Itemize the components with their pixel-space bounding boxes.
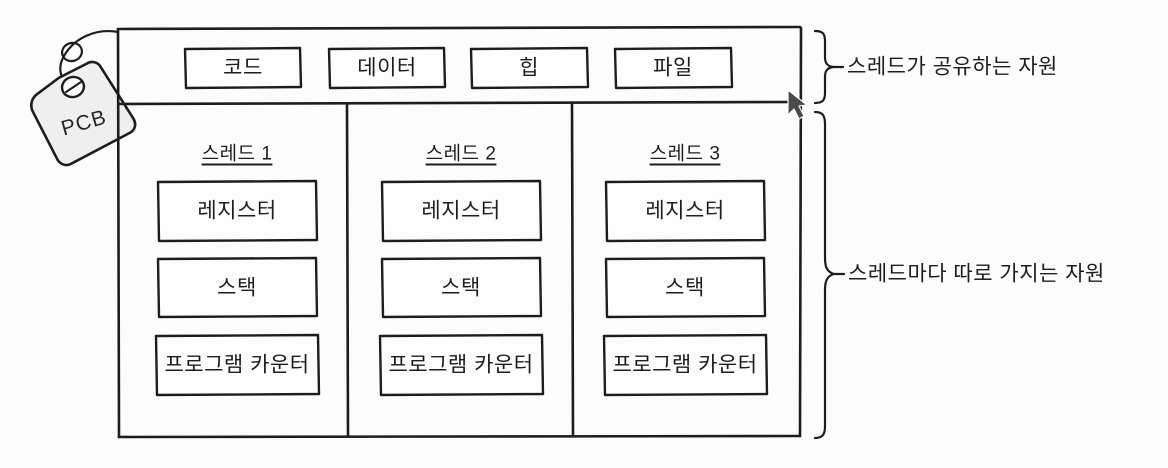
process-outer-frame: [116, 25, 803, 439]
thread-3-box-stack: [604, 256, 767, 319]
thread-2-box-register: [380, 179, 543, 243]
thread-1-label-register: 레지스터: [197, 199, 277, 223]
mouse-pointer-icon: [787, 89, 808, 120]
shared-box-code: [183, 46, 303, 90]
thread-3-label-register: 레지스터: [645, 199, 725, 223]
shared-label-heap: 힙: [519, 56, 539, 80]
thread-3-label-program-counter: 프로그램 카운터: [612, 353, 758, 377]
thread-1-box-stack: [156, 256, 319, 319]
thread-3-header: 스레드 3: [649, 143, 721, 165]
shared-label-file: 파일: [653, 56, 693, 80]
thread-column-divider-2: [570, 102, 575, 438]
thread-2-label-program-counter: 프로그램 카운터: [388, 353, 534, 377]
pcb-tag-shape: [30, 60, 137, 167]
thread-3-box-program-counter: [602, 333, 769, 397]
thread-column-divider-1: [345, 103, 350, 438]
thread-2-label-register: 레지스터: [421, 199, 501, 223]
shared-box-file: [613, 46, 734, 90]
thread-2-box-program-counter: [378, 333, 545, 397]
thread-2-label-stack: 스택: [441, 276, 481, 300]
thread-2-box-stack: [380, 256, 543, 319]
thread-1-box-register: [156, 179, 319, 243]
brace-shared-resources: [813, 29, 845, 105]
shared-label-code: 코드: [223, 56, 263, 80]
shared-box-heap: [469, 46, 590, 90]
thread-3-label-stack: 스택: [665, 276, 705, 300]
annotation-per-thread-resources: 스레드마다 따로 가지는 자원: [848, 262, 1105, 286]
thread-1-label-stack: 스택: [217, 276, 257, 300]
thread-2-header: 스레드 2: [425, 143, 497, 165]
thread-1-header: 스레드 1: [201, 143, 273, 165]
thread-3-box-register: [604, 179, 767, 243]
shared-label-data: 데이터: [357, 56, 417, 80]
thread-1-box-program-counter: [154, 333, 321, 397]
brace-per-thread-resources: [813, 110, 846, 440]
thread-1-label-program-counter: 프로그램 카운터: [164, 353, 310, 377]
shared-box-data: [327, 46, 447, 90]
shared-thread-divider: [117, 100, 802, 106]
annotation-shared-resources: 스레드가 공유하는 자원: [847, 55, 1058, 79]
